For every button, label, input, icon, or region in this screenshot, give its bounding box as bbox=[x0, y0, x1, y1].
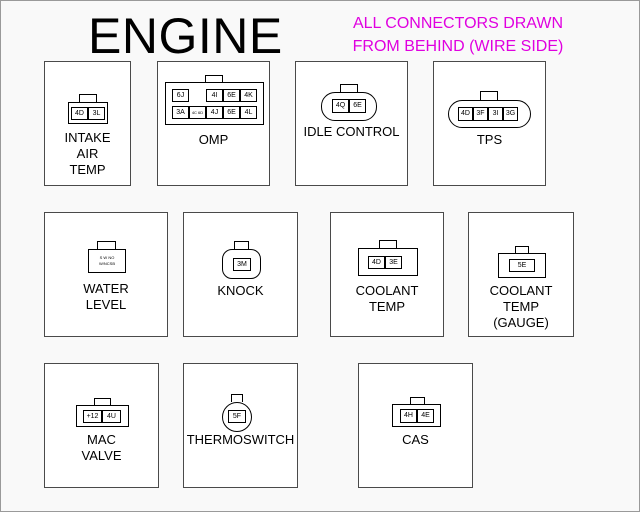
panel-omp: 6J 4I 6E 4K 3A 4C 6D 4J 6E 4L OMP bbox=[157, 61, 270, 186]
connector-tab bbox=[79, 94, 97, 102]
connector-body: 4D 3E bbox=[358, 248, 418, 276]
pin: 4K bbox=[240, 89, 257, 102]
panel-idle-control: 4Q 6E IDLE CONTROL bbox=[295, 61, 408, 186]
pin: 4E bbox=[417, 409, 434, 423]
pin: 4I bbox=[206, 89, 223, 102]
pin: 4D bbox=[71, 107, 88, 120]
pin bbox=[189, 89, 206, 102]
pin: 3G bbox=[503, 107, 518, 121]
pin: 6E bbox=[223, 89, 240, 102]
connector-body: 4D 3L bbox=[68, 102, 108, 124]
connector-body: 4Q 6E bbox=[321, 92, 377, 121]
panel-mac-valve: +12 4U MAC VALVE bbox=[44, 363, 159, 488]
connector-tab bbox=[205, 75, 223, 82]
pin: 4C 6D bbox=[189, 106, 206, 119]
note-line-2: FROM BEHIND (WIRE SIDE) bbox=[352, 38, 564, 55]
panel-tps: 4D 3F 3I 3G TPS bbox=[433, 61, 546, 186]
connector-body: 3M bbox=[222, 249, 261, 279]
connector-tab bbox=[379, 240, 397, 248]
connector-tab bbox=[231, 394, 243, 402]
pin: 6E bbox=[223, 106, 240, 119]
panel-coolant-temp-gauge: 5E COOLANT TEMP (GAUGE) bbox=[468, 212, 574, 337]
pin: 3M bbox=[233, 258, 251, 271]
panel-intake-air-temp: 4D 3L INTAKE AIR TEMP bbox=[44, 61, 131, 186]
pin: 4J bbox=[206, 106, 223, 119]
pin: 3E bbox=[385, 256, 402, 269]
pin: +12 bbox=[83, 410, 102, 423]
panel-coolant-temp: 4D 3E COOLANT TEMP bbox=[330, 212, 444, 337]
panel-cas: 4H 4E CAS bbox=[358, 363, 473, 488]
note-line-1: ALL CONNECTORS DRAWN bbox=[352, 15, 564, 32]
pin: 4D bbox=[458, 107, 473, 121]
connector-label: CAS bbox=[402, 432, 429, 447]
wire-side-note: ALL CONNECTORS DRAWN FROM BEHIND (WIRE S… bbox=[318, 12, 598, 58]
pin: 3F bbox=[473, 107, 488, 121]
connector-label: IDLE CONTROL bbox=[303, 124, 400, 139]
connector-label: THERMOSWITCH bbox=[186, 432, 295, 447]
connector-tab bbox=[410, 397, 425, 404]
pin: 3I bbox=[488, 107, 503, 121]
connector-body: 5F bbox=[222, 402, 252, 432]
connector-tab bbox=[340, 84, 358, 92]
connector-label: COOLANT TEMP bbox=[355, 283, 419, 314]
connector-label: COOLANT TEMP (GAUGE) bbox=[489, 283, 553, 330]
connector-tab bbox=[94, 398, 111, 405]
pin: 4Q bbox=[332, 99, 349, 113]
pin: W/NCSB bbox=[94, 261, 120, 267]
pin: 3A bbox=[172, 106, 189, 119]
connector-body: 4D 3F 3I 3G bbox=[448, 100, 531, 128]
pin: 4H bbox=[400, 409, 417, 423]
panel-water-level: S W NO W/NCSB WATER LEVEL bbox=[44, 212, 168, 337]
pin: 6E bbox=[349, 99, 366, 113]
pin: 4U bbox=[102, 410, 121, 423]
connector-tab bbox=[97, 241, 116, 249]
connector-tab bbox=[234, 241, 249, 249]
connector-label: OMP bbox=[198, 132, 229, 147]
connector-label: WATER LEVEL bbox=[83, 281, 129, 312]
connector-label: KNOCK bbox=[217, 283, 264, 298]
connector-body: S W NO W/NCSB bbox=[88, 249, 126, 273]
connector-label: TPS bbox=[476, 132, 503, 147]
connector-label: MAC VALVE bbox=[81, 432, 122, 463]
connector-body: 6J 4I 6E 4K 3A 4C 6D 4J 6E 4L bbox=[165, 82, 264, 125]
pin: 6J bbox=[172, 89, 189, 102]
pin: S W NO bbox=[94, 255, 120, 261]
connector-tab bbox=[515, 246, 529, 253]
panel-thermoswitch: 5F THERMOSWITCH bbox=[183, 363, 298, 488]
pin: 3L bbox=[88, 107, 105, 120]
connector-label: INTAKE AIR TEMP bbox=[64, 130, 111, 177]
connector-body: 4H 4E bbox=[392, 404, 441, 427]
connector-tab bbox=[480, 91, 498, 100]
pin: 5E bbox=[509, 259, 535, 272]
connector-body: +12 4U bbox=[76, 405, 129, 427]
pin: 4L bbox=[240, 106, 257, 119]
page-title: ENGINE bbox=[88, 8, 283, 64]
pin: 4D bbox=[368, 256, 385, 269]
panel-knock: 3M KNOCK bbox=[183, 212, 298, 337]
pin: 5F bbox=[228, 410, 246, 423]
connector-body: 5E bbox=[498, 253, 546, 278]
